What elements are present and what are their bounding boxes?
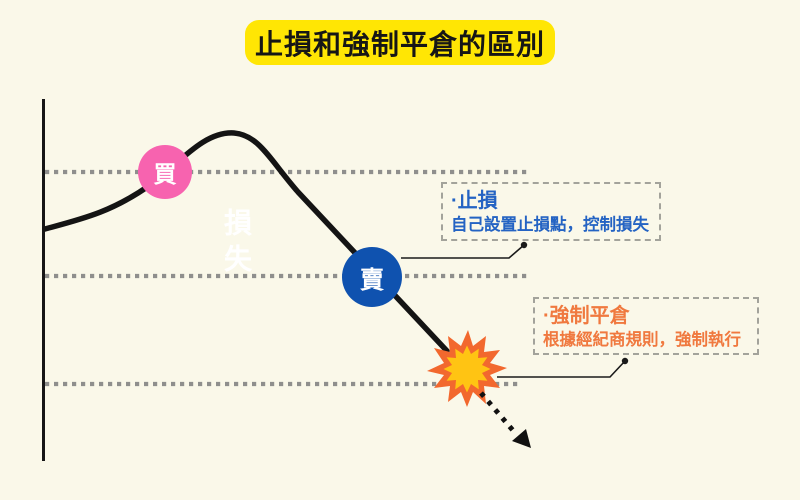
stop-loss-callout: ·止損 自己設置止損點，控制損失 [441, 182, 661, 241]
explosion-inner [443, 345, 491, 393]
connector-forced-liquidation-dot [621, 357, 629, 365]
connector-forced-liquidation [497, 360, 626, 378]
arrowhead [512, 429, 531, 448]
buy-marker-label: 買 [153, 161, 177, 187]
connector-stop-loss [401, 244, 525, 259]
forced-liquidation-heading: ·強制平倉 [543, 305, 630, 327]
buy-marker: 買 [138, 145, 192, 199]
sell-marker-label: 賣 [360, 266, 384, 294]
page-title-text: 止損和強制平倉的區別 [254, 28, 545, 60]
explosion-icon [427, 330, 507, 407]
sell-marker: 賣 [342, 247, 402, 307]
down-right-dotted-arrow-icon [479, 391, 531, 448]
forced-liquidation-description: 根據經紀商規則，強制執行 [543, 331, 741, 349]
price-curve [42, 130, 450, 354]
forced-liquidation-callout: ·強制平倉 根據經紀商規則，強制執行 [533, 297, 759, 355]
connector-stop-loss-dot [520, 241, 528, 249]
page-title: 止損和強制平倉的區別 [245, 20, 555, 65]
stop-loss-description: 自己設置止損點，控制損失 [451, 216, 649, 234]
stop-loss-heading: ·止損 [451, 190, 498, 212]
arrow-dotted-shaft [479, 391, 518, 436]
loss-watermark: 損失 [221, 208, 252, 280]
